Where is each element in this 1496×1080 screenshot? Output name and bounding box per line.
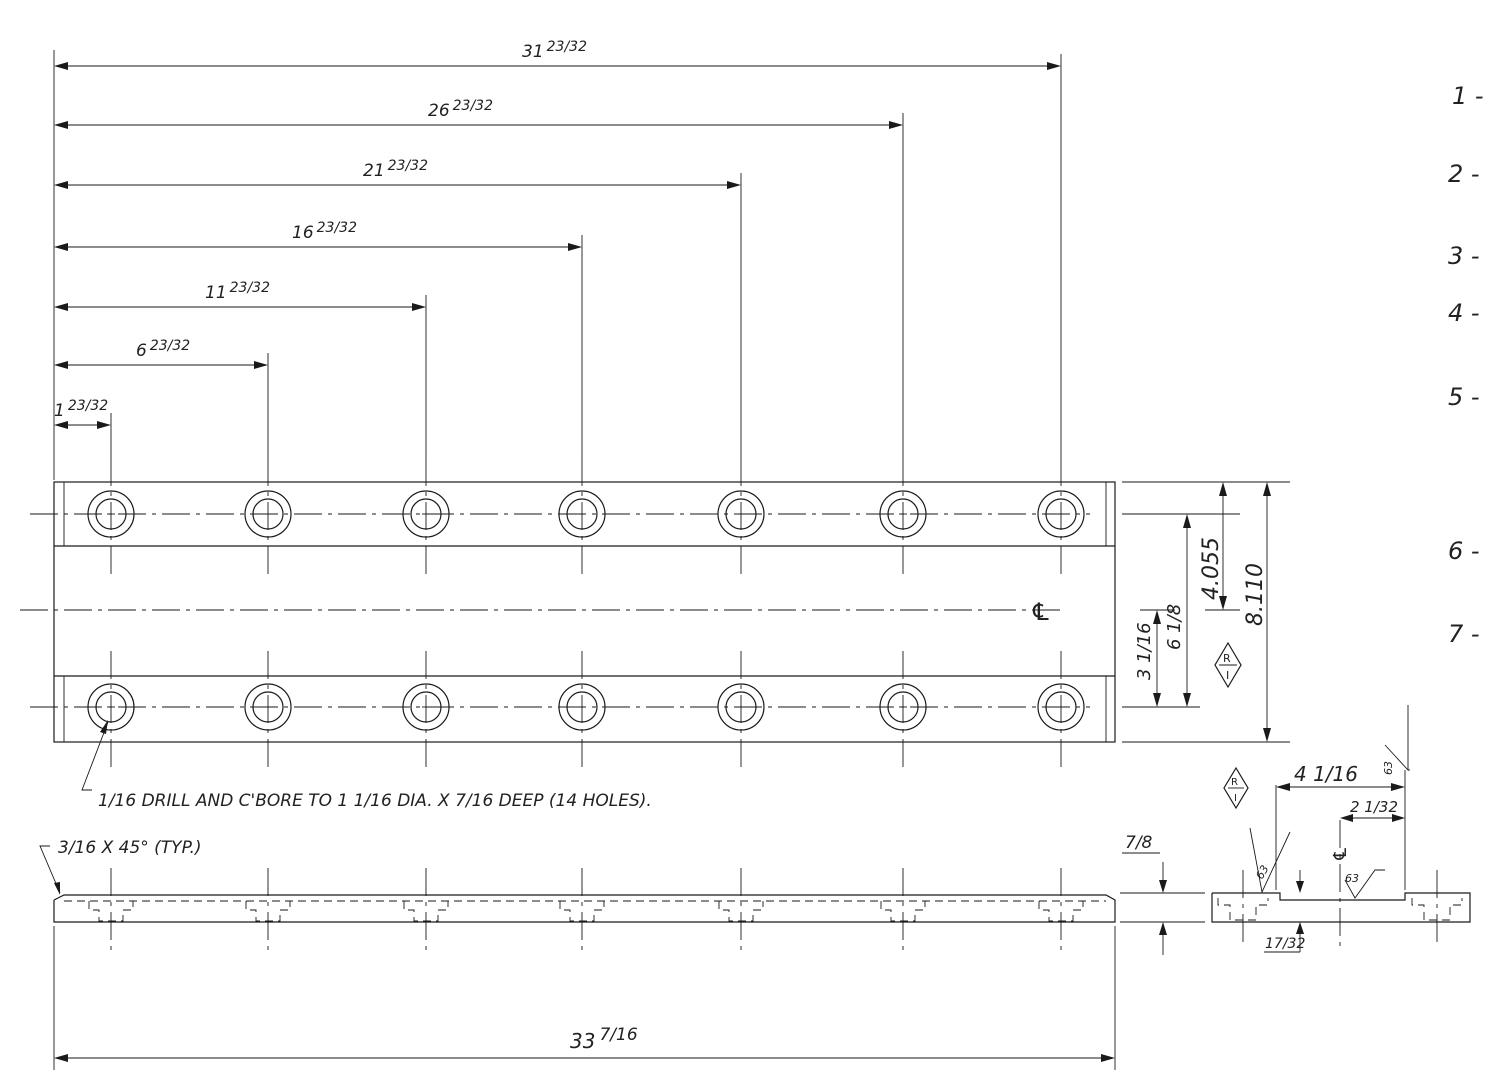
svg-text:63: 63 <box>1345 872 1359 885</box>
front-counterbore <box>880 868 926 950</box>
counterbore-hole <box>879 458 927 574</box>
counterbore-hole <box>402 458 450 574</box>
margin-number-1: 1 - <box>1452 82 1484 110</box>
side-centerline-symbol: ℄ <box>1330 846 1351 862</box>
surface-finish-top: 63 <box>1382 705 1410 775</box>
dim-17-32: 17/32 <box>1265 936 1305 952</box>
counterbore-hole <box>402 651 450 767</box>
counterbore-hole <box>244 458 292 574</box>
counterbore-hole <box>244 651 292 767</box>
front-counterbores <box>88 868 1084 950</box>
counterbore-hole <box>87 651 135 767</box>
dim-6-1-8: 6 1/8 <box>1164 604 1185 650</box>
plate-outline <box>53 481 1116 743</box>
dim-4-1-16: 4 1/16 <box>1294 762 1358 786</box>
margin-number-5: 5 - <box>1448 383 1480 411</box>
hole-note: 1/16 DRILL AND C'BORE TO 1 1/16 DIA. X 7… <box>81 720 652 811</box>
svg-text:63: 63 <box>1253 863 1271 882</box>
side-finish-symbol-diamond: R I <box>1223 766 1249 810</box>
hole-extension-lines <box>110 54 1062 458</box>
dim-4055: 4.055 <box>1199 537 1224 600</box>
counterbore-hole <box>879 651 927 767</box>
svg-text:R: R <box>1223 652 1231 665</box>
chamfer-note: 3/16 X 45° (TYP.) <box>58 838 202 858</box>
svg-text:R: R <box>1231 777 1238 788</box>
margin-numbers: 1 - 2 - 3 - 4 - 5 - 6 - 7 - <box>1448 82 1484 648</box>
hole-note-text: 1/16 DRILL AND C'BORE TO 1 1/16 DIA. X 7… <box>98 791 652 811</box>
surface-finish-middle: 63 <box>1344 869 1385 899</box>
counterbore-hole <box>558 458 606 574</box>
front-counterbore <box>559 868 605 950</box>
front-counterbore <box>1038 868 1084 950</box>
counterbore-holes <box>87 458 1085 767</box>
counterbore-hole <box>717 651 765 767</box>
svg-text:I: I <box>1234 793 1237 804</box>
counterbore-hole <box>1037 651 1085 767</box>
front-counterbore <box>718 868 764 950</box>
margin-number-2: 2 - <box>1448 160 1480 188</box>
svg-text:I: I <box>1226 669 1229 682</box>
dim-3-1-16: 3 1/16 <box>1134 622 1155 680</box>
margin-number-4: 4 - <box>1448 299 1480 327</box>
side-view: ℄ 7/8 17/32 4 1/16 2 1/32 63 <box>1120 705 1471 955</box>
top-view: ℄ <box>20 50 1116 767</box>
width-dimensions: 8.110 4.055 6 1/8 3 1/16 R I <box>1122 481 1290 743</box>
front-counterbore <box>88 868 134 950</box>
dim-8110: 8.110 <box>1243 563 1268 626</box>
svg-text:63: 63 <box>1382 761 1395 775</box>
centerline-symbol: ℄ <box>1030 598 1052 626</box>
counterbore-hole <box>1037 458 1085 574</box>
front-counterbore <box>245 868 291 950</box>
margin-number-6: 6 - <box>1448 537 1480 565</box>
counterbore-hole <box>717 458 765 574</box>
dim-7-8: 7/8 <box>1125 833 1153 853</box>
margin-number-7: 7 - <box>1448 620 1480 648</box>
margin-number-3: 3 - <box>1448 242 1480 270</box>
counterbore-hole <box>558 651 606 767</box>
front-counterbore <box>403 868 449 950</box>
finish-symbol-diamond: R I <box>1214 641 1242 689</box>
counterbore-hole <box>87 458 135 574</box>
surface-finish-left: 63 <box>1249 827 1291 894</box>
dim-2-1-32: 2 1/32 <box>1350 798 1398 816</box>
